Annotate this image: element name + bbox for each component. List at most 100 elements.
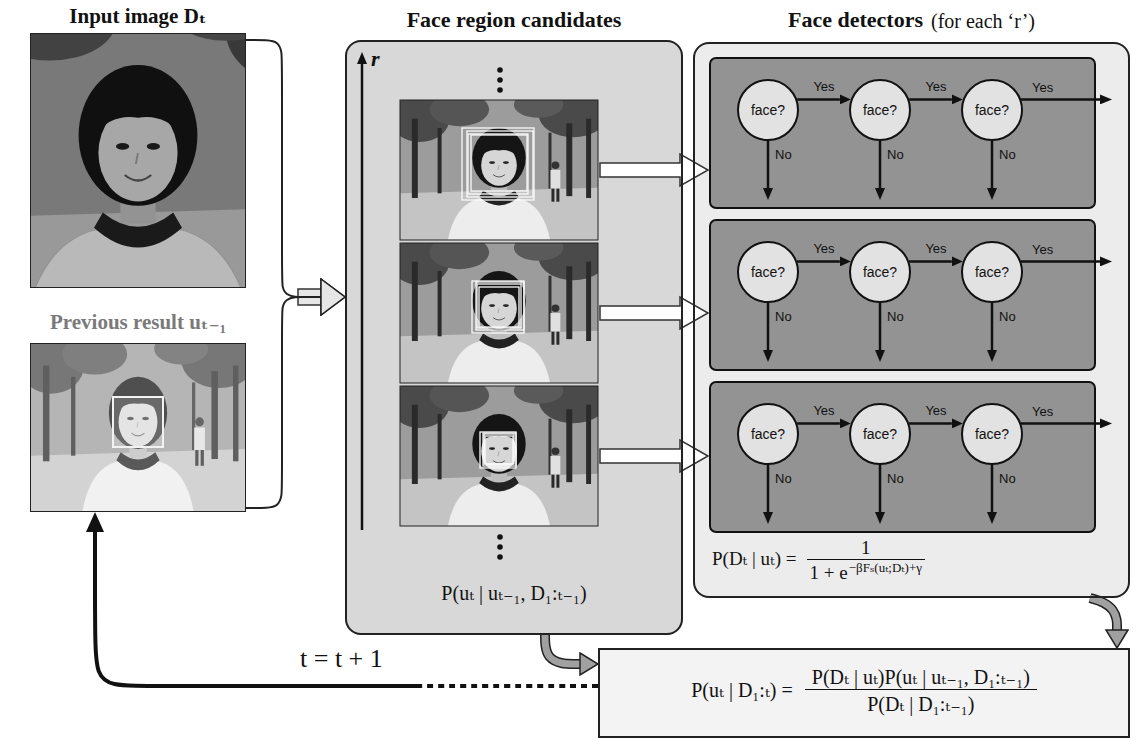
decision-circle: face? [961,403,1023,465]
reject-arrow [991,141,994,188]
candidate-image [390,91,608,240]
photo-panel: Previous result uₜ₋₁ [30,300,246,512]
photo-shade [30,33,246,288]
decision-circle: face? [737,79,799,141]
branch-label: No [887,148,904,163]
ellipsis-dot [497,534,503,540]
image-border [400,100,598,240]
connector-line [909,98,952,101]
candidate-square [484,434,514,464]
photo-scene [390,234,608,383]
decision-circle: face? [737,403,799,465]
photo-scene [19,332,257,512]
branch-label: No [775,310,792,325]
edge-label: Yes [925,404,946,419]
decision-circle: face? [961,79,1023,141]
connector [909,261,952,262]
connector [909,99,952,100]
ellipsis-dot [497,87,503,93]
branch-label: Yes [1032,81,1053,96]
edge-label: Yes [813,242,834,257]
reject-arrow [767,465,770,512]
node-label: face? [975,426,1009,442]
edge-label: Yes [813,80,834,95]
previous-photo [19,332,257,512]
panel-ground [345,40,683,635]
connector-line [797,98,840,101]
panel-heading: Previous result uₜ₋₁ [50,310,226,334]
candidate-square [462,128,534,200]
candidates-panel: Face region candidatesP(uₜ | uₜ₋₁, D₁:ₜ₋… [345,2,683,635]
node-label: face? [751,102,785,118]
formula: P(uₜ | D₁:ₜ) = [691,679,793,702]
formula-exponent: −βFₛ(uₜ;Dₜ)+γ [849,561,922,576]
axis-label: r [371,46,380,71]
connector-outline [1090,598,1117,630]
candidate-square [476,282,524,330]
connector [246,40,321,297]
branch-label: No [999,310,1016,325]
face-box [113,397,163,447]
hollow-arrow [600,297,708,329]
connector-line [797,422,840,425]
panel-heading: Face region candidates [407,7,622,32]
formula-denominator: P(Dₜ | D₁:ₜ₋₁) [805,693,1037,716]
image-border [400,243,598,383]
image-border [400,386,598,526]
edge-label: Yes [813,404,834,419]
formula: P(uₜ | uₜ₋₁, D₁:ₜ₋₁) [441,582,586,605]
formula-denominator: 1 + e [810,562,848,584]
photo-panel: Input image Dₜ [30,2,246,288]
connector-line [246,297,321,508]
candidate-square [467,131,533,197]
ellipsis-dot [497,554,503,560]
decision-circle: face? [849,79,911,141]
reject-arrow [767,303,770,350]
branch-label: No [999,472,1016,487]
edge-label: t = t + 1 [300,644,383,674]
connector [545,635,580,664]
node-label: face? [751,264,785,280]
formula: P(Dₜ | uₜ) = [712,548,797,570]
photo-scene [30,33,246,288]
node-label: face? [863,426,897,442]
node-label: face? [863,264,897,280]
candidate-square [485,436,513,464]
connector-line [1090,598,1117,630]
panel-frame [30,33,246,288]
branch-label: No [775,148,792,163]
connector-line [246,40,321,297]
candidate-square [472,281,524,333]
panel-heading: Input image Dₜ [69,4,206,28]
branch-label: No [887,310,904,325]
hollow-arrow [600,154,708,186]
reject-arrow [991,465,994,512]
formula-box: P(uₜ | D₁:ₜ) =P(Dₜ | uₜ)P(uₜ | uₜ₋₁, D₁:… [598,648,1130,738]
candidate-image [390,234,608,383]
branch-label: No [999,148,1016,163]
connector [797,261,840,262]
accept-arrow [1021,260,1100,263]
ellipsis-dot [497,544,503,550]
photo-scene [390,377,608,526]
panel-ground [693,42,1130,598]
panel-frame [345,40,683,635]
detectors-panel: Face detectors(for each ‘r’)P(Dₜ | uₜ) =… [693,2,1130,598]
branch-label: No [775,472,792,487]
connector-line [797,260,840,263]
candidate-square [477,284,521,328]
formula-numerator: 1 [807,537,925,560]
reject-arrow [879,303,882,350]
decision-circle: face? [737,241,799,303]
decision-circle: face? [849,241,911,303]
panel-heading: Face detectors [788,7,923,32]
node-label: face? [975,102,1009,118]
decision-circle: face? [849,403,911,465]
photo-scene [390,91,608,240]
ellipsis-dot [497,77,503,83]
node-label: face? [751,426,785,442]
candidate-square [480,432,516,468]
input-photo [30,33,246,288]
